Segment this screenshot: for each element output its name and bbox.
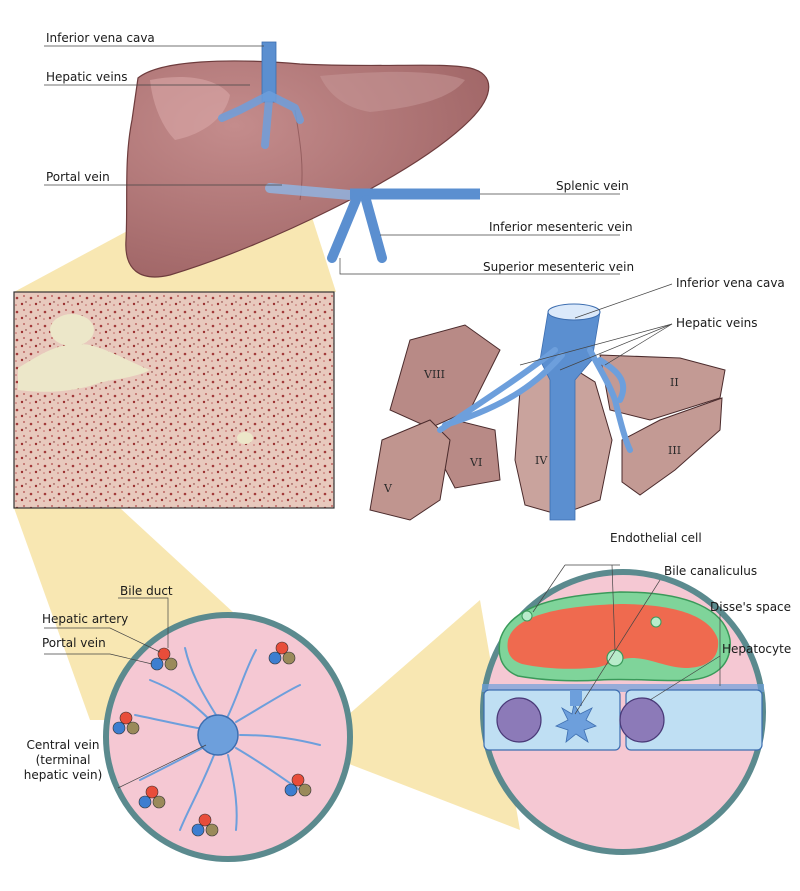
label-portal-vein-lobule: Portal vein (42, 636, 106, 650)
endothelial-nucleus (606, 649, 624, 667)
histology-vessel-lumen (50, 314, 94, 346)
central-vein-vessel (197, 714, 239, 756)
segment-leader-lines (519, 283, 673, 371)
label-splenic-vein: Splenic vein (556, 179, 629, 193)
label-central-vein-line2: (terminal (35, 753, 91, 767)
segment-label-iv: IV (535, 454, 548, 467)
inferior-mesenteric-vessel (361, 195, 387, 263)
superior-mesenteric-vessel (327, 195, 361, 263)
segment-label-ii: II (670, 376, 679, 389)
label-bile-canaliculus: Bile canaliculus (664, 564, 758, 578)
liver-highlight-right (320, 71, 465, 112)
cell-leader-lines (532, 564, 721, 715)
label-endothelial-cell: Endothelial cell (610, 531, 702, 545)
segment-label-viii: VIII (424, 368, 445, 381)
endothelial-pore-right (650, 616, 662, 628)
histology-portal-space (18, 344, 150, 392)
segment-label-iii: III (668, 444, 682, 457)
portal-vein-vessel (265, 183, 355, 200)
zoom-cone-lobule-to-cell (300, 600, 520, 830)
disses-space-band (482, 684, 764, 692)
label-hepatic-veins-segmental: Hepatic veins (676, 316, 758, 330)
canaliculus-channel (570, 690, 582, 706)
label-inferior-vena-cava-segmental: Inferior vena cava (676, 276, 785, 290)
segment-label-vi: VI (470, 456, 483, 469)
label-portal-vein-top: Portal vein (46, 170, 110, 184)
portal-triads (112, 641, 312, 837)
top-leader-lines (44, 45, 620, 275)
segmental-liver (369, 324, 726, 521)
sinusoid-red-space (507, 604, 719, 669)
endothelial-pore-left (521, 610, 533, 622)
label-central-vein-line3: hepatic vein) (23, 768, 103, 782)
segmental-ivc-opening (547, 303, 601, 321)
label-hepatic-veins-top: Hepatic veins (46, 70, 128, 84)
label-bile-duct: Bile duct (120, 584, 173, 598)
label-disses-space: Disse's space (710, 600, 792, 614)
label-hepatic-artery: Hepatic artery (42, 612, 129, 626)
hepatic-veins-vessels (218, 91, 304, 149)
label-hepatocyte: Hepatocyte (722, 642, 792, 656)
liver-highlight-left (150, 76, 230, 140)
segmental-hepatic-veins (437, 347, 633, 453)
segment-label-v: V (384, 482, 392, 495)
lobule-sinusoids (134, 647, 321, 831)
label-inferior-mesenteric-vein: Inferior mesenteric vein (489, 220, 633, 234)
lobule-leader-lines (44, 597, 207, 789)
label-central-vein-line1: Central vein (26, 738, 100, 752)
segment-ii (599, 354, 726, 421)
bile-canaliculus-shape (554, 702, 597, 743)
hepatocyte-nucleus-right (619, 697, 665, 743)
histology-small-lumen (237, 432, 253, 444)
label-inferior-vena-cava-top: Inferior vena cava (46, 31, 155, 45)
segment-v (369, 419, 451, 521)
hepatocyte-nucleus-left (496, 697, 542, 743)
label-superior-mesenteric-vein: Superior mesenteric vein (483, 260, 635, 274)
segment-iii (621, 397, 723, 496)
